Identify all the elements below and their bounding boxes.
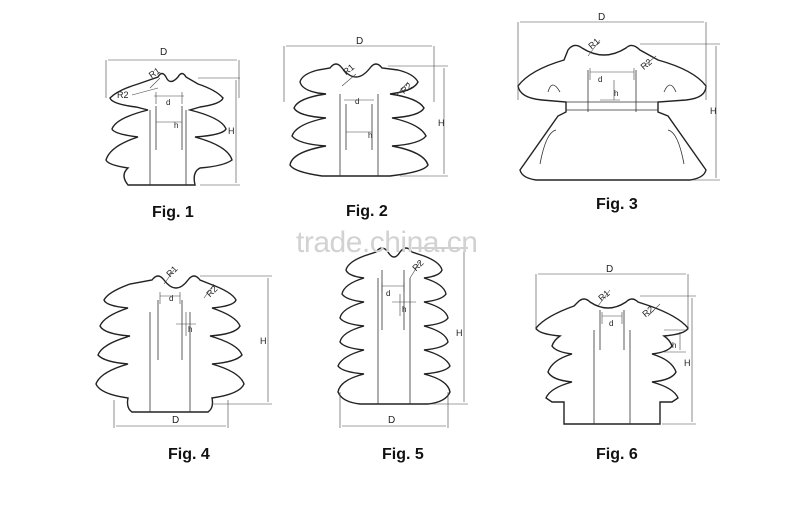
figure-1-label: Fig. 1 — [152, 204, 194, 221]
svg-text:R1: R1 — [164, 264, 179, 279]
figure-5-drawing: D H d h R2 — [337, 247, 468, 428]
svg-text:h: h — [402, 305, 406, 314]
svg-text:H: H — [228, 126, 235, 136]
svg-text:d: d — [386, 289, 390, 298]
svg-text:h: h — [614, 89, 618, 98]
svg-text:d: d — [166, 98, 170, 107]
svg-text:h: h — [188, 325, 192, 334]
svg-text:D: D — [606, 264, 613, 275]
figure-1-drawing: D H d h R1 R2 — [105, 47, 240, 186]
figure-4-drawing: D H d h R1 R2 — [95, 264, 272, 428]
svg-text:R2: R2 — [117, 90, 129, 100]
figure-3-drawing: D H d h R1 R2 — [517, 12, 720, 181]
svg-text:R2: R2 — [399, 81, 414, 96]
figure-5-label: Fig. 5 — [382, 446, 424, 463]
figure-2-drawing: D H d h R1 R2 — [283, 36, 448, 177]
svg-text:H: H — [438, 118, 445, 128]
svg-text:H: H — [684, 358, 691, 368]
svg-text:d: d — [169, 294, 173, 303]
svg-text:H: H — [260, 336, 267, 346]
svg-text:D: D — [172, 415, 179, 426]
svg-text:R1: R1 — [596, 288, 611, 303]
figure-6-drawing: D H h d R1 R2 — [535, 264, 696, 425]
svg-text:R1: R1 — [341, 62, 356, 77]
figure-3-label: Fig. 3 — [596, 196, 638, 213]
svg-text:d: d — [355, 97, 359, 106]
svg-text:h: h — [174, 121, 178, 130]
svg-text:H: H — [456, 328, 463, 338]
svg-text:R2: R2 — [640, 304, 655, 319]
svg-text:D: D — [598, 12, 605, 23]
svg-text:h: h — [672, 341, 676, 350]
watermark: trade.china.cn — [296, 226, 478, 259]
svg-text:D: D — [388, 415, 395, 426]
svg-text:D: D — [356, 36, 363, 47]
svg-text:D: D — [160, 47, 167, 58]
figure-2-label: Fig. 2 — [346, 203, 388, 220]
figure-6-label: Fig. 6 — [596, 446, 638, 463]
svg-text:d: d — [609, 319, 613, 328]
svg-text:h: h — [368, 131, 372, 140]
svg-text:R1: R1 — [586, 36, 601, 51]
svg-text:H: H — [710, 106, 717, 116]
figure-4-label: Fig. 4 — [168, 446, 210, 463]
svg-text:d: d — [598, 75, 602, 84]
